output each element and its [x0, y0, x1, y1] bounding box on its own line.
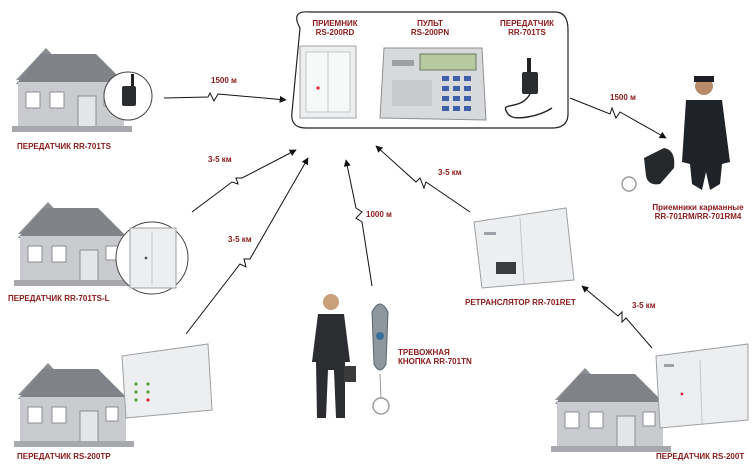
house2-label: ПЕРЕДАТЧИК RR-701TS-L — [8, 294, 110, 303]
repeater-label: РЕТРАНСЛЯТОР RR-701RET — [465, 298, 576, 307]
distance-6: 3-5 км — [632, 301, 656, 310]
antenna-icon — [504, 58, 553, 119]
keyfob-icon — [371, 303, 390, 415]
link-repeater — [375, 145, 471, 213]
distance-1: 1500 м — [211, 76, 237, 85]
distance-4: 1000 м — [366, 210, 392, 219]
businessman-icon — [312, 294, 356, 418]
house-icon — [13, 201, 135, 287]
center-frame — [291, 11, 569, 129]
house-icon — [550, 367, 672, 453]
guard-icon — [682, 76, 730, 190]
repeater-icon — [473, 207, 575, 289]
link-house4 — [581, 285, 653, 349]
keyfob-icon — [621, 148, 675, 192]
receiver-icon — [115, 221, 189, 295]
house3-label: ПЕРЕДАТЧИК RS-200TP — [17, 452, 111, 461]
link-house1 — [163, 91, 287, 103]
distance-3: 3-5 км — [228, 235, 252, 244]
house1-label: ПЕРЕДАТЧИК RR-701TS — [17, 142, 111, 151]
house-icon — [13, 362, 135, 448]
link-house3 — [185, 157, 309, 335]
repeater-icon — [121, 343, 213, 419]
distance-5: 3-5 км — [438, 168, 462, 177]
repeater-icon — [655, 343, 749, 429]
house4-label: ПЕРЕДАТЧИК RS-200T — [656, 452, 745, 461]
link-house2 — [191, 149, 297, 213]
link-panic — [343, 159, 373, 287]
antenna-icon — [103, 71, 153, 121]
link-guard — [569, 97, 667, 139]
distance-7: 1500 м — [610, 93, 636, 102]
console-icon — [379, 47, 487, 121]
receiver-icon — [299, 45, 357, 119]
distance-2: 3-5 км — [208, 155, 232, 164]
